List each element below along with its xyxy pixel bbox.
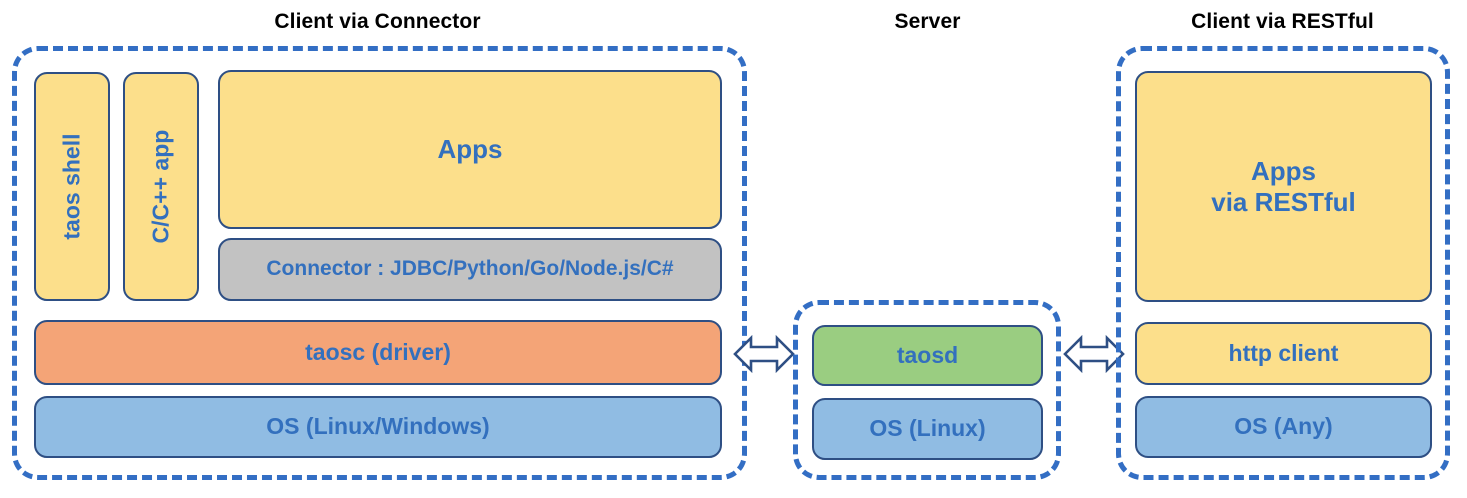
node-http-client[interactable]: http client [1135, 322, 1432, 385]
node-http-client-label: http client [1228, 339, 1339, 366]
group-client-via-connector [12, 46, 747, 480]
node-os-any-label: OS (Any) [1234, 413, 1333, 440]
node-taosc-driver[interactable]: taosc (driver) [34, 320, 722, 385]
node-apps-via-restful[interactable]: Apps via RESTful [1135, 71, 1432, 302]
node-os-linux-label: OS (Linux) [869, 415, 986, 442]
node-apps-via-restful-line2: via RESTful [1211, 186, 1356, 217]
group-client-via-restful [1116, 46, 1450, 480]
double-arrow-left [733, 330, 795, 378]
node-os-any[interactable]: OS (Any) [1135, 396, 1432, 458]
node-taosc-driver-label: taosc (driver) [305, 338, 451, 365]
node-taos-shell[interactable]: taos shell [34, 72, 110, 301]
node-taosd[interactable]: taosd [812, 325, 1043, 386]
node-taosd-label: taosd [896, 341, 959, 368]
node-connector[interactable]: Connector : JDBC/Python/Go/Node.js/C# [218, 238, 722, 301]
node-os-linux[interactable]: OS (Linux) [812, 398, 1043, 460]
double-arrow-right [1063, 330, 1125, 378]
column-title-client-restful: Client via RESTful [1191, 10, 1374, 33]
node-os-linux-windows-label: OS (Linux/Windows) [266, 413, 490, 440]
node-apps-connector-label: Apps [437, 134, 503, 165]
node-c-cpp-app[interactable]: C/C++ app [123, 72, 199, 301]
node-apps-via-restful-label: Apps via RESTful [1211, 156, 1355, 217]
node-taos-shell-label: taos shell [58, 133, 85, 240]
column-title-server: Server [894, 10, 961, 33]
group-server [793, 300, 1061, 480]
column-title-client-connector: Client via Connector [274, 10, 481, 33]
node-connector-label: Connector : JDBC/Python/Go/Node.js/C# [266, 257, 674, 281]
node-apps-connector[interactable]: Apps [218, 70, 722, 229]
node-apps-via-restful-line1: Apps [1250, 155, 1316, 186]
node-c-cpp-app-label: C/C++ app [147, 129, 174, 244]
node-os-linux-windows[interactable]: OS (Linux/Windows) [34, 396, 722, 458]
